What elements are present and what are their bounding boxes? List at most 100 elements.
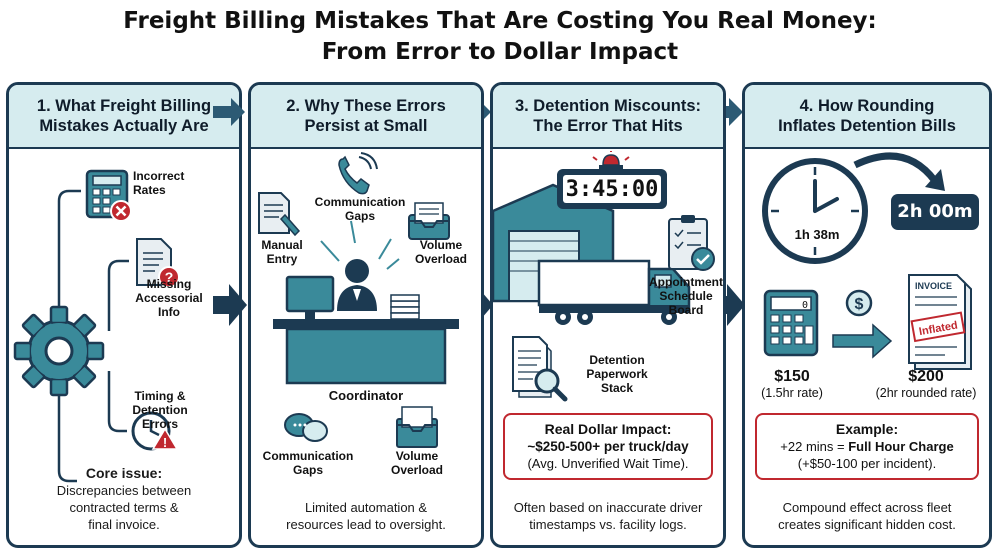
inbox-icon bbox=[408, 202, 450, 240]
label-volume-overload-top: Volume Overload bbox=[409, 238, 473, 266]
panel-1-footer-line-2: contracted terms & bbox=[69, 500, 179, 515]
item-missing-line-2: Accessorial bbox=[135, 291, 203, 305]
impact-note: (Avg. Unverified Wait Time). bbox=[527, 456, 689, 471]
item-incorrect-rates-line-2: Rates bbox=[133, 183, 166, 197]
label-comm-top-line-1: Communication bbox=[314, 195, 406, 209]
arrow-right-icon bbox=[832, 323, 893, 359]
label-board-line-3: Board bbox=[668, 303, 704, 317]
digital-clock-icon: 3:45:00 bbox=[557, 169, 667, 209]
panel-detention-miscounts: 3. Detention Miscounts: The Error That Hi… bbox=[490, 82, 726, 548]
clipboard-check-icon bbox=[668, 215, 715, 271]
price-right-sub: (2hr rounded rate) bbox=[875, 386, 977, 400]
panel-1-footer: Core issue: Discrepancies between contra… bbox=[15, 465, 233, 533]
label-volume-top-line-1: Volume bbox=[419, 238, 463, 252]
arrow-right-icon bbox=[213, 284, 247, 326]
label-appointment-board: Appointment Schedule Board bbox=[645, 275, 723, 317]
item-incorrect-rates: Incorrect Rates bbox=[133, 169, 184, 197]
panel-1-footer-line-3: final invoice. bbox=[88, 517, 160, 532]
impact-box-dollar: Real Dollar Impact: ~$250-500+ per truck… bbox=[503, 413, 713, 480]
core-issue-label: Core issue: bbox=[85, 465, 163, 481]
desk-icon bbox=[273, 319, 459, 385]
title-line-2: From Error to Dollar Impact bbox=[321, 39, 679, 65]
impact-box-example: Example: +22 mins = Full Hour Charge (+$… bbox=[755, 413, 979, 480]
item-timing-line-3: Errors bbox=[141, 417, 179, 431]
panel-3-footer-line-2: timestamps vs. facility logs. bbox=[529, 517, 687, 532]
impact-value: ~$250-500+ per truck/day bbox=[527, 439, 689, 454]
panel-2-footer-line-2: resources lead to oversight. bbox=[286, 517, 446, 532]
panel-3-illustration: 3:45:00 bbox=[493, 151, 715, 402]
example-note: (+$50-100 per incident). bbox=[797, 456, 937, 471]
analog-clock-icon bbox=[762, 158, 868, 264]
clock-alert-icon: ! bbox=[131, 411, 179, 451]
file-tray-icon bbox=[396, 406, 438, 448]
label-paperwork-line-3: Stack bbox=[600, 381, 634, 395]
clock-display: 3:45:00 bbox=[566, 177, 659, 202]
panel-1-heading-line-1: 1. What Freight Billing bbox=[36, 97, 212, 115]
label-board-line-2: Schedule bbox=[659, 289, 713, 303]
panel-2-heading-line-1: 2. Why These Errors bbox=[286, 97, 446, 115]
label-communication-gaps-bottom: Communication Gaps bbox=[253, 449, 363, 477]
document-question-icon: ? bbox=[136, 238, 180, 288]
label-paperwork-line-1: Detention bbox=[589, 353, 645, 367]
price-left: $150 (1.5hr rate) bbox=[747, 367, 837, 400]
arrow-right-icon bbox=[711, 98, 743, 126]
title-line-1: Freight Billing Mistakes That Are Costin… bbox=[123, 8, 877, 34]
price-left-sub: (1.5hr rate) bbox=[761, 386, 823, 400]
panel-3-heading-line-2: The Error That Hits bbox=[533, 117, 683, 135]
impact-heading: Real Dollar Impact: bbox=[544, 421, 672, 437]
label-volume-overload-bottom: Volume Overload bbox=[381, 449, 453, 477]
coordinator-person-icon bbox=[337, 259, 377, 311]
panel-3-footer-line-1: Often based on inaccurate driver bbox=[513, 500, 703, 515]
panel-2-heading-line-2: Persist at Small bbox=[304, 117, 428, 135]
label-comm-bottom-line-1: Communication bbox=[262, 449, 354, 463]
panel-3-footer: Often based on inaccurate driver timesta… bbox=[499, 499, 717, 533]
item-missing-line-1: Missing bbox=[146, 277, 192, 291]
siren-icon bbox=[592, 151, 630, 169]
item-incorrect-rates-line-1: Incorrect bbox=[133, 169, 185, 183]
page-title: Freight Billing Mistakes That Are Costin… bbox=[0, 6, 1000, 68]
panel-2-footer-line-1: Limited automation & bbox=[304, 500, 428, 515]
label-volume-bottom-line-2: Overload bbox=[390, 463, 444, 477]
arrow-right-icon bbox=[711, 284, 745, 326]
label-manual-line-1: Manual bbox=[261, 238, 303, 252]
invoice-title: INVOICE bbox=[915, 281, 952, 291]
svg-text:?: ? bbox=[165, 269, 174, 285]
panel-1-heading-line-2: Mistakes Actually Are bbox=[39, 117, 209, 135]
label-detention-paperwork: Detention Paperwork Stack bbox=[577, 353, 657, 395]
rounded-time-badge: 2h 00m bbox=[891, 194, 979, 230]
panel-2-illustration bbox=[258, 152, 459, 448]
calculator-display: 0 bbox=[802, 300, 808, 311]
panel-4-footer-line-1: Compound effect across fleet bbox=[782, 500, 952, 515]
gear-icon bbox=[13, 305, 105, 397]
panel-2-footer: Limited automation & resources lead to o… bbox=[257, 499, 475, 533]
panel-1-footer-line-1: Discrepancies between bbox=[56, 483, 192, 498]
panel-3-heading-line-1: 3. Detention Miscounts: bbox=[514, 97, 702, 115]
panel-4-illustration: 0 $ INVOICE Inflated bbox=[762, 152, 972, 370]
calculator-error-icon bbox=[85, 169, 132, 222]
item-missing-line-3: Info bbox=[158, 305, 180, 319]
panel-3-heading: 3. Detention Miscounts: The Error That Hi… bbox=[493, 85, 723, 149]
svg-text:$: $ bbox=[855, 296, 864, 313]
label-volume-bottom-line-1: Volume bbox=[395, 449, 439, 463]
example-heading: Example: bbox=[835, 421, 899, 437]
paper-stack-icon bbox=[390, 294, 420, 320]
curved-arrow-icon bbox=[853, 152, 938, 184]
monitor-icon bbox=[285, 275, 335, 319]
label-manual-entry: Manual Entry bbox=[257, 238, 307, 266]
document-pen-icon bbox=[258, 192, 301, 237]
label-comm-top-line-2: Gaps bbox=[344, 209, 375, 223]
price-right-value: $200 bbox=[908, 368, 944, 385]
item-missing-accessorial: Missing Accessorial Info bbox=[121, 277, 217, 319]
truck-icon bbox=[537, 259, 691, 325]
chat-bubbles-icon bbox=[284, 413, 328, 442]
panel-4-footer-line-2: creates significant hidden cost. bbox=[778, 517, 956, 532]
panel-4-heading-line-2: Inflates Detention Bills bbox=[778, 117, 956, 135]
panel-4-footer: Compound effect across fleet creates sig… bbox=[751, 499, 983, 533]
svg-text:!: ! bbox=[163, 435, 167, 450]
example-prefix: +22 mins = bbox=[780, 439, 849, 454]
